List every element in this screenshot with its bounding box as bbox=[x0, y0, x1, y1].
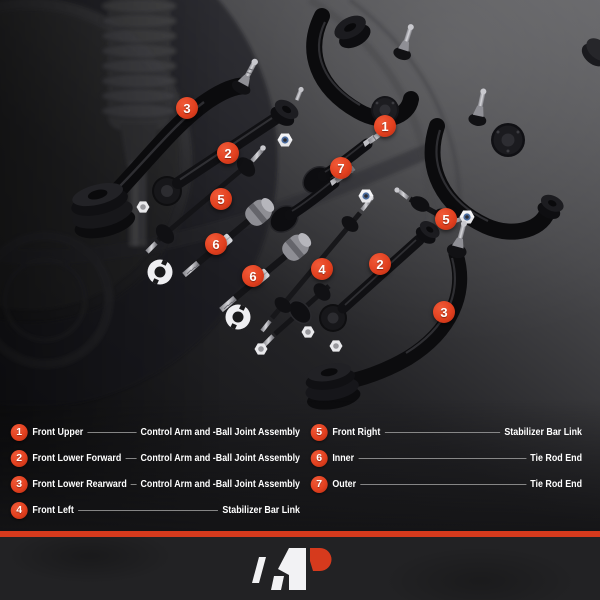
suspension-parts-illustration bbox=[0, 0, 600, 531]
legend-column-left: 1 Front Upper Control Arm and -Ball Join… bbox=[10, 419, 301, 523]
callout-number: 3 bbox=[183, 100, 191, 116]
legend-leader-line bbox=[358, 457, 527, 459]
legend-leader-line bbox=[360, 483, 527, 485]
red-divider bbox=[0, 531, 600, 537]
callout-number: 6 bbox=[212, 236, 220, 252]
callout-number: 4 bbox=[318, 261, 326, 277]
part-callout: 7 bbox=[330, 157, 352, 179]
product-photo: 3 2 1 7 5 5 6 6 2 4 3 bbox=[0, 0, 600, 531]
legend-row: 6 Inner Tie Rod End bbox=[310, 445, 583, 471]
legend-part-name: Stabilizer Bar Link bbox=[504, 426, 583, 438]
legend-number-badge: 4 bbox=[10, 501, 28, 519]
callout-layer: 3 2 1 7 5 5 6 6 2 4 3 bbox=[176, 97, 457, 323]
legend-leader-line bbox=[125, 457, 137, 459]
legend-column-right: 5 Front Right Stabilizer Bar Link 6 Inne… bbox=[310, 419, 583, 497]
legend-row: 3 Front Lower Rearward Control Arm and -… bbox=[10, 471, 301, 497]
legend-number-badge: 7 bbox=[310, 475, 328, 493]
legend-number-badge: 6 bbox=[310, 449, 328, 467]
legend-leader-line bbox=[384, 431, 501, 433]
part-callout: 2 bbox=[217, 142, 239, 164]
callout-number: 6 bbox=[249, 268, 257, 284]
part-callout: 1 bbox=[374, 115, 396, 137]
part-callout: 3 bbox=[176, 97, 198, 119]
callout-number: 5 bbox=[442, 211, 450, 227]
legend-part-name: Control Arm and -Ball Joint Assembly bbox=[140, 452, 301, 464]
legend-part-name: Control Arm and -Ball Joint Assembly bbox=[140, 478, 301, 490]
legend: 1 Front Upper Control Arm and -Ball Join… bbox=[0, 419, 600, 529]
legend-leader-line bbox=[87, 431, 137, 433]
legend-position-label: Front Lower Rearward bbox=[32, 478, 127, 490]
part-callout: 4 bbox=[311, 258, 333, 280]
legend-row: 4 Front Left Stabilizer Bar Link bbox=[10, 497, 301, 523]
legend-leader-line bbox=[131, 483, 137, 485]
legend-position-label: Front Lower Forward bbox=[32, 452, 122, 464]
callout-number: 7 bbox=[337, 160, 345, 176]
callout-number: 5 bbox=[217, 191, 225, 207]
legend-position-label: Front Left bbox=[32, 504, 74, 516]
ap-monogram-logo-icon bbox=[252, 548, 332, 590]
callout-number: 2 bbox=[224, 145, 232, 161]
legend-part-name: Tie Rod End bbox=[530, 478, 583, 490]
legend-row: 7 Outer Tie Rod End bbox=[310, 471, 583, 497]
callout-number: 2 bbox=[376, 256, 384, 272]
footer bbox=[0, 537, 600, 600]
legend-part-name: Control Arm and -Ball Joint Assembly bbox=[140, 426, 301, 438]
part-callout: 5 bbox=[435, 208, 457, 230]
legend-position-label: Front Right bbox=[332, 426, 381, 438]
legend-part-name: Tie Rod End bbox=[530, 452, 583, 464]
legend-position-label: Inner bbox=[332, 452, 355, 464]
part-callout: 5 bbox=[210, 188, 232, 210]
callout-number: 3 bbox=[440, 304, 448, 320]
legend-number-badge: 2 bbox=[10, 449, 28, 467]
legend-row: 1 Front Upper Control Arm and -Ball Join… bbox=[10, 419, 301, 445]
part-callout: 6 bbox=[242, 265, 264, 287]
legend-row: 5 Front Right Stabilizer Bar Link bbox=[310, 419, 583, 445]
part-callout: 2 bbox=[369, 253, 391, 275]
part-callout: 6 bbox=[205, 233, 227, 255]
legend-leader-line bbox=[78, 509, 219, 511]
legend-number-badge: 1 bbox=[10, 423, 28, 441]
callout-number: 1 bbox=[381, 118, 389, 134]
legend-part-name: Stabilizer Bar Link bbox=[222, 504, 301, 516]
legend-number-badge: 3 bbox=[10, 475, 28, 493]
part-callout: 3 bbox=[433, 301, 455, 323]
legend-number-badge: 5 bbox=[310, 423, 328, 441]
legend-position-label: Outer bbox=[332, 478, 357, 490]
legend-position-label: Front Upper bbox=[32, 426, 84, 438]
legend-row: 2 Front Lower Forward Control Arm and -B… bbox=[10, 445, 301, 471]
